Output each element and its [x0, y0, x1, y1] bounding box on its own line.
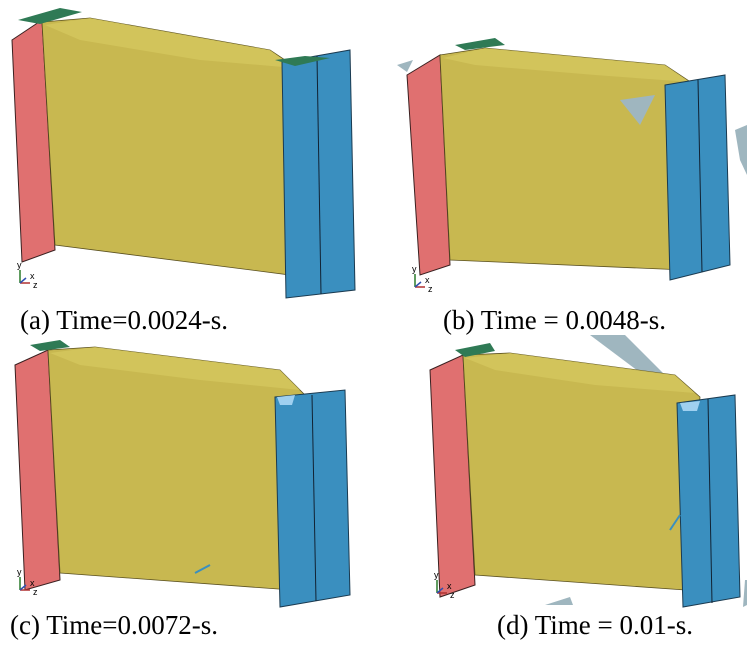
fragment — [275, 56, 330, 66]
z-axis-label: z — [450, 590, 455, 600]
top-shade — [443, 48, 690, 82]
fragment — [735, 125, 747, 175]
panel-d: y x z — [395, 335, 747, 610]
fragment — [590, 335, 665, 380]
top-shade — [50, 347, 300, 390]
fragment — [680, 401, 700, 411]
fragment — [397, 60, 413, 72]
fragment — [743, 580, 747, 607]
right-plate — [274, 389, 351, 608]
caption-b: (b) Time = 0.0048-s. — [443, 305, 667, 335]
z-axis-label: z — [33, 587, 38, 597]
y-axis-label: y — [17, 567, 22, 577]
x-axis-label: x — [30, 578, 35, 588]
axis-triad: y x z — [17, 260, 38, 290]
caption-c: (c) Time=0.0072-s. — [10, 610, 218, 640]
fragment — [620, 95, 655, 125]
center-body — [439, 47, 696, 271]
fragment — [455, 38, 505, 50]
simulation-view-b: y x z — [397, 38, 747, 294]
x-axis-label: x — [425, 275, 430, 285]
left-plate — [11, 19, 56, 263]
axis-triad: y x z — [412, 264, 433, 294]
y-axis-label: y — [17, 260, 22, 270]
left-plate — [429, 354, 476, 598]
x-axis-label: x — [30, 271, 35, 281]
panel-a: y x z — [0, 0, 373, 300]
caption-d: (d) Time = 0.01-s. — [497, 610, 694, 640]
fragment — [455, 343, 495, 357]
right-plate — [664, 74, 731, 281]
axis-triad: y x z — [17, 567, 38, 597]
fragment — [18, 8, 82, 24]
fragment — [30, 340, 70, 351]
right-plate — [676, 394, 741, 608]
fragment — [545, 597, 573, 605]
simulation-view-d: y x z — [429, 335, 747, 608]
z-axis-label: z — [428, 284, 433, 294]
top-shade — [465, 353, 695, 393]
y-axis-label: y — [412, 264, 417, 274]
left-plate — [14, 349, 61, 591]
simulation-view-c: y x z — [14, 340, 351, 608]
left-plate — [406, 54, 451, 276]
fragment — [277, 395, 295, 405]
panel-b: y x z — [395, 0, 747, 300]
caption-a: (a) Time=0.0024-s. — [20, 305, 228, 335]
y-axis-label: y — [434, 570, 439, 580]
top-shade — [45, 18, 295, 68]
axis-triad: y x z — [434, 570, 455, 600]
x-axis-label: x — [447, 581, 452, 591]
panel-c: y x z — [0, 335, 373, 610]
z-axis-label: z — [33, 280, 38, 290]
simulation-view-a: y x z — [11, 8, 356, 299]
